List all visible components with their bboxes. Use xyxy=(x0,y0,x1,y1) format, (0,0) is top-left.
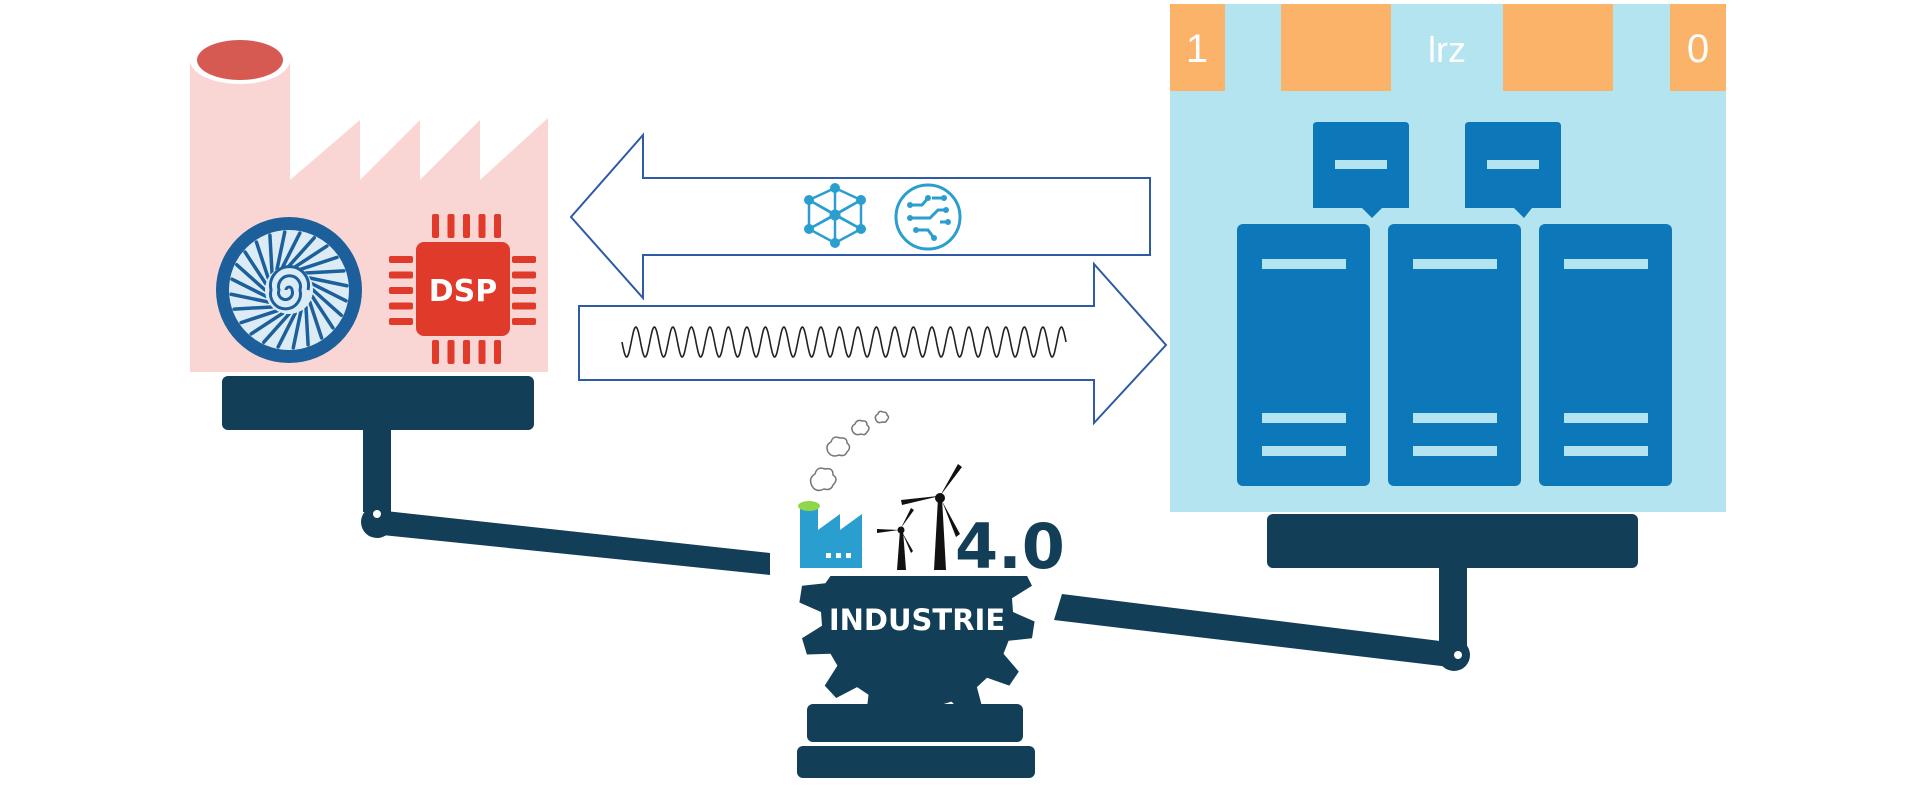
version-label: 4.0 xyxy=(955,510,1065,583)
right-scale-pan xyxy=(1267,514,1638,568)
balance-scale xyxy=(222,376,1638,671)
neural-network-icon xyxy=(804,183,866,248)
scale-base-top xyxy=(807,704,1023,742)
dsp-chip-icon: DSP xyxy=(389,214,536,364)
scale-base-bottom xyxy=(797,746,1035,778)
datacenter-tab-3 xyxy=(1503,4,1613,91)
left-scale-pan xyxy=(222,376,534,430)
signal-wave-icon xyxy=(621,326,1067,358)
ai-brain-circuit-icon xyxy=(894,183,962,251)
industry-logo xyxy=(798,410,890,568)
datacenter-tab-1 xyxy=(1170,4,1225,91)
server-rack-icon xyxy=(1237,122,1672,486)
gear-icon: INDUSTRIE xyxy=(797,576,1035,778)
corner-label-left: 1 xyxy=(1186,27,1208,71)
wind-turbine-icon xyxy=(877,464,962,570)
turbine-icon xyxy=(216,217,362,363)
datacenter-label: lrz xyxy=(1428,29,1466,70)
datacenter-tab-2 xyxy=(1281,4,1391,91)
datacenter-tab-4 xyxy=(1670,4,1726,91)
signal-transfer-arrow xyxy=(578,261,1168,426)
corner-label-right: 0 xyxy=(1687,27,1709,71)
dsp-label: DSP xyxy=(429,274,498,309)
industry-label: INDUSTRIE xyxy=(829,603,1005,637)
